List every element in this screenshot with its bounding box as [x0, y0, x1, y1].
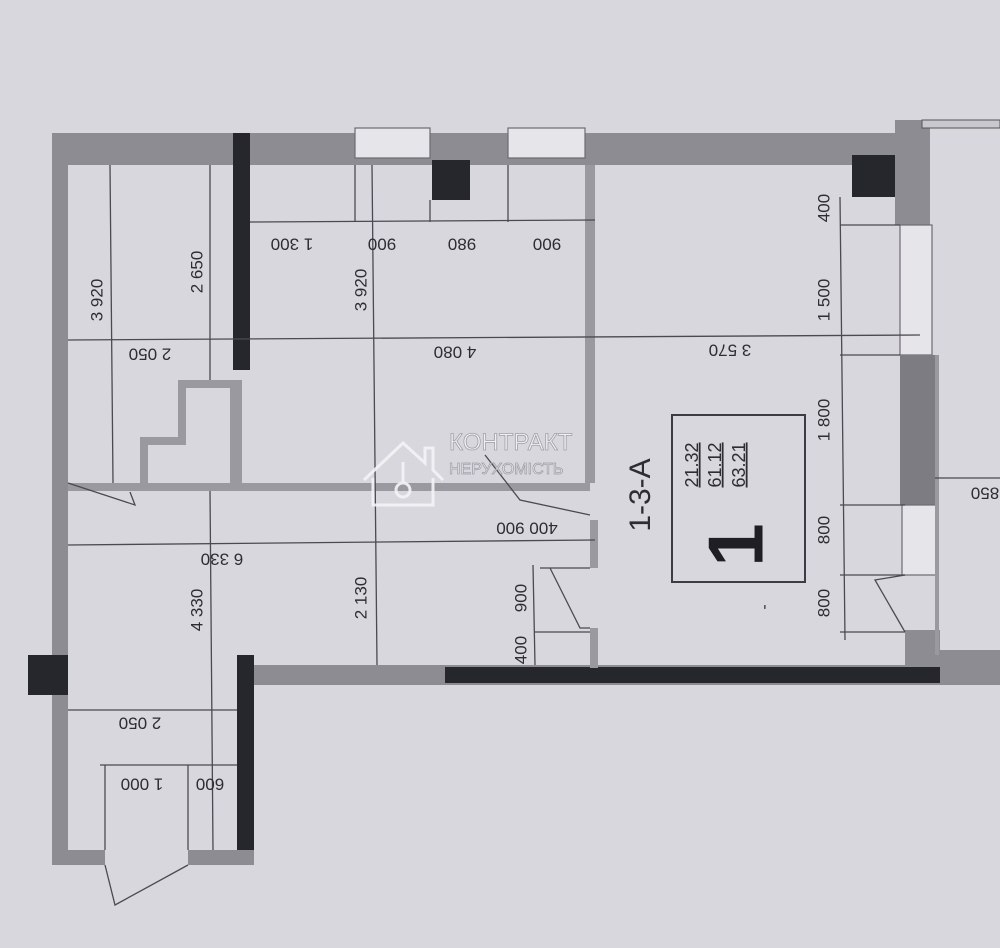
- dim-label: 1 000: [121, 775, 164, 794]
- dim-label: 850: [971, 484, 999, 503]
- rooms-count: 1: [692, 523, 780, 566]
- dimension-lines: [67, 164, 1000, 906]
- apartment-info: 1-3-A 1 21.32 61.12 63.21 -: [624, 414, 806, 610]
- dim-label: 900: [533, 235, 561, 254]
- area-with-balcony: 63.21: [729, 442, 749, 487]
- house-key-icon: [362, 440, 445, 507]
- dim-label: 4 330: [187, 589, 206, 632]
- dim-label: 2 050: [129, 345, 172, 364]
- dim-label: 3 570: [709, 341, 752, 360]
- dim-label: 400 900: [496, 519, 557, 538]
- watermark-line1: КОНТРАКТ: [449, 429, 573, 456]
- dim-label: 400: [511, 636, 530, 664]
- dim-label: 4 080: [434, 343, 477, 362]
- dim-label: 800: [814, 589, 833, 617]
- dim-label: 3 920: [87, 279, 106, 322]
- dim-label: 2 130: [351, 577, 370, 620]
- dim-label: 800: [814, 516, 833, 544]
- dim-label: 6 330: [201, 550, 244, 569]
- walls: [28, 119, 1000, 865]
- dim-label: 400: [814, 194, 833, 222]
- dim-label: 1 300: [271, 235, 314, 254]
- dim-label: 900: [368, 235, 396, 254]
- watermark: КОНТРАКТ НЕРУХОМІСТЬ: [362, 429, 573, 507]
- area-total: 61.12: [705, 442, 725, 487]
- dim-label: 1 500: [814, 279, 833, 322]
- dim-label: 1 800: [814, 399, 833, 442]
- dimension-labels: 3 920 2 650 2 050 1 300 900 980 900 3 92…: [87, 194, 999, 794]
- apartment-id: 1-3-A: [624, 458, 657, 531]
- dim-label: 980: [448, 235, 476, 254]
- watermark-line2: НЕРУХОМІСТЬ: [449, 461, 563, 478]
- dim-label: 2 050: [119, 714, 162, 733]
- dim-label: 3 920: [351, 269, 370, 312]
- dim-label: 2 650: [187, 251, 206, 294]
- minus-mark: -: [756, 604, 773, 609]
- area-box: [671, 414, 806, 583]
- area-living: 21.32: [682, 442, 702, 487]
- dim-label: 900: [511, 584, 530, 612]
- dim-label: 600: [196, 775, 224, 794]
